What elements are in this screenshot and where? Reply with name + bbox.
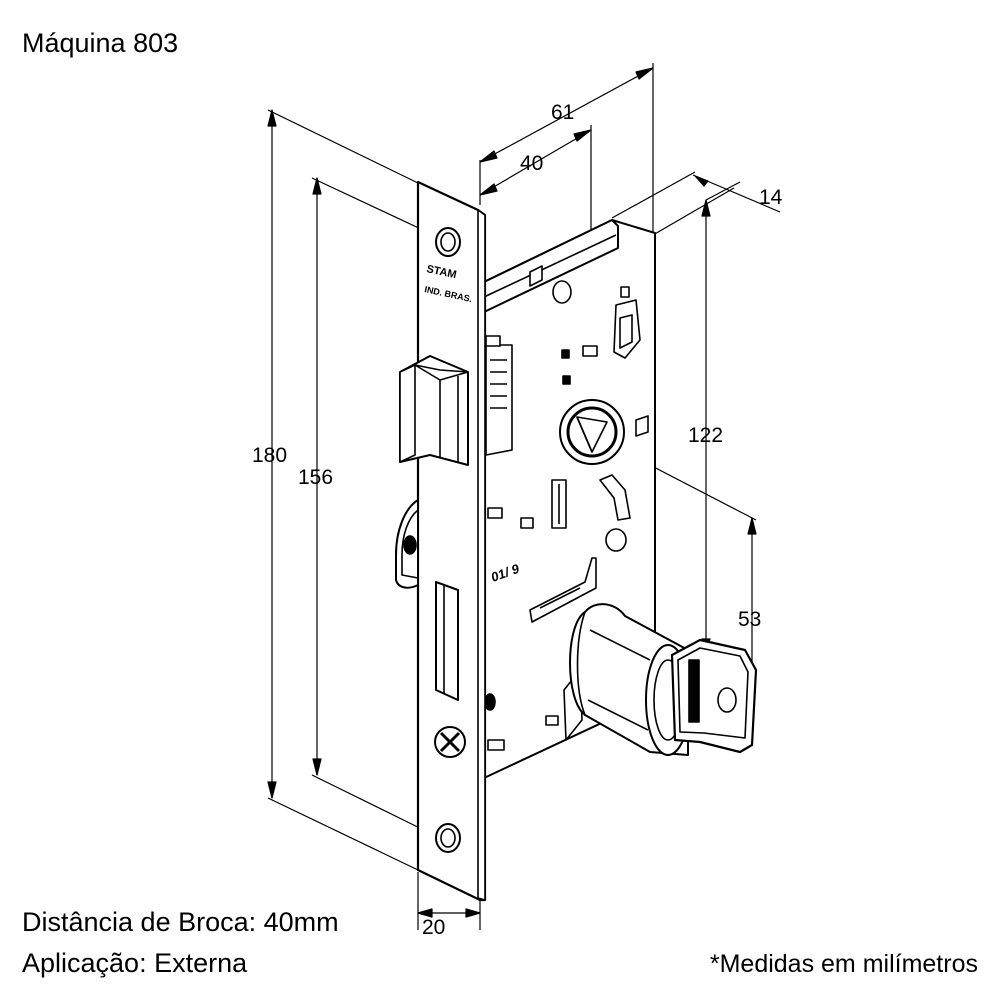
dim-screw-spacing: 156	[298, 466, 333, 489]
dim-backset: 40	[520, 152, 543, 175]
dim-total-height: 180	[252, 444, 287, 467]
dimension-lines	[267, 63, 781, 930]
dim-handle-to-bottom: 122	[688, 424, 723, 447]
drill-distance-spec: Distância de Broca: 40mm	[22, 907, 339, 937]
dim-center-distance: 53	[738, 608, 761, 631]
page-title: Máquina 803	[22, 28, 179, 58]
application-spec: Aplicação: Externa	[22, 948, 248, 978]
dim-faceplate-width: 20	[422, 916, 445, 939]
latch-bolt	[399, 355, 469, 466]
key	[670, 638, 758, 754]
spindle-hub	[559, 399, 625, 465]
dim-total-depth: 61	[551, 101, 574, 124]
units-footnote: *Medidas em milímetros	[709, 950, 978, 978]
dim-thickness: 14	[759, 186, 783, 209]
hook-bolt	[395, 499, 419, 589]
